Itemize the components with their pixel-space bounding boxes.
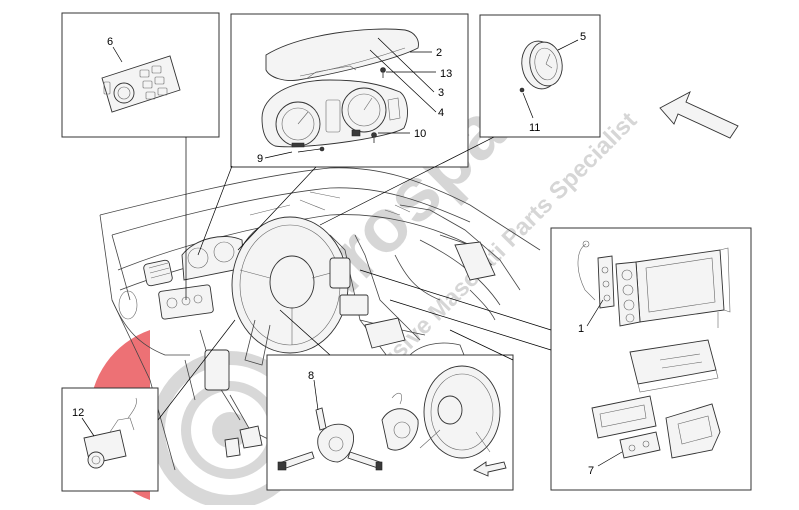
callout-4: 4: [438, 107, 444, 119]
radio-chassis: [629, 339, 719, 393]
callout-8: 8: [308, 370, 314, 382]
instrument-cluster: [261, 79, 408, 148]
control-panel-7: [591, 395, 661, 459]
cluster-cover: [265, 28, 419, 81]
panel-light-switch: 12: [61, 319, 236, 492]
switch-cluster-1: [577, 240, 615, 309]
analog-clock: [519, 40, 563, 93]
panel-part-6: 6: [61, 12, 220, 300]
steering-wheel-detail: [419, 365, 501, 459]
callout-3: 3: [438, 87, 444, 99]
callout-7: 7: [588, 465, 594, 477]
callout-12: 12: [72, 407, 84, 419]
callout-10: 10: [414, 128, 426, 140]
callout-1: 1: [578, 323, 584, 335]
callout-9: 9: [257, 153, 263, 165]
button-strip: [615, 261, 641, 327]
panel-infotainment: 1 7: [359, 227, 752, 491]
stalk-switch-assembly: [277, 407, 383, 471]
light-switch-module: [83, 397, 137, 469]
callout-5: 5: [580, 31, 586, 43]
panel-steering-switches: 8: [266, 309, 514, 491]
clock-spring: [381, 392, 419, 451]
trim-bezel: [665, 403, 721, 459]
direction-arrow-lower: [473, 461, 507, 477]
panel-clock: 5 11: [319, 14, 601, 226]
climate-control-panel: [101, 55, 181, 113]
callout-13: 13: [440, 68, 452, 80]
panel-instrument-cluster: 2 13 3 4 10 9: [197, 13, 469, 256]
dashboard-interior-drawing: [99, 167, 541, 471]
callout-6: 6: [107, 36, 113, 48]
direction-arrow-upper: [659, 91, 739, 139]
screw-parts: [291, 67, 386, 153]
callout-2: 2: [436, 47, 442, 59]
callout-11: 11: [529, 122, 540, 134]
